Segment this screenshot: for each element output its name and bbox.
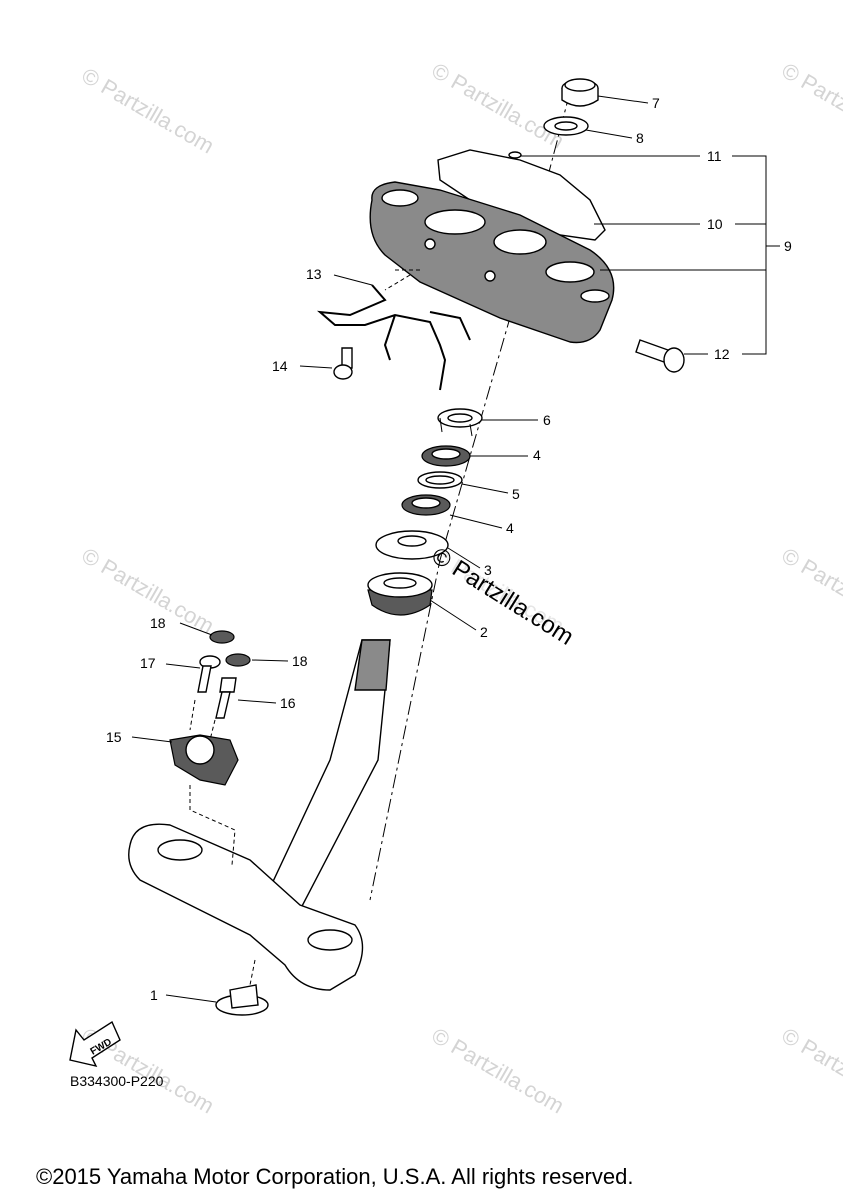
callout-4a: 4 [533,447,541,463]
callout-16: 16 [280,695,296,711]
part-6-lock-washer [437,408,483,437]
callout-14: 14 [272,358,288,374]
part-18-cap-right [225,653,251,667]
center-watermark: © Partzilla.com [427,542,578,651]
callout-5: 5 [512,486,520,502]
callout-4b: 4 [506,520,514,536]
part-12-bolt [635,339,685,373]
callout-8: 8 [636,130,644,146]
watermark: © Partzilla.com [778,1023,843,1119]
callout-10: 10 [707,216,723,232]
part-8-washer [543,116,589,136]
assembly-hidden-lines [189,269,420,986]
part-3-bearing-cover [375,530,449,560]
callout-2: 2 [480,624,488,640]
watermark: © Partzilla.com [78,543,219,639]
watermark: © Partzilla.com [78,63,219,159]
callout-18a: 18 [150,615,166,631]
callout-9: 9 [784,238,792,254]
callout-labels: 7 8 11 10 9 12 13 14 6 4 5 4 3 2 18 18 1… [106,95,792,1003]
callout-13: 13 [306,266,322,282]
watermark: © Partzilla.com [428,1023,569,1119]
part-16-bolt [215,677,237,719]
leader-lines [131,95,780,1003]
part-9-upper-bracket [369,181,615,344]
part-15-handlebar-holder [169,734,239,786]
part-10-plate-cover [437,149,606,241]
watermark: © Partzilla.com [778,58,843,154]
callout-3: 3 [484,562,492,578]
part-1-bearing-race [215,984,269,1016]
part-5-washer [417,471,463,489]
part-2-bearing [367,572,433,616]
callout-7: 7 [652,95,660,111]
part-14-bolt [333,347,353,380]
part-4-ring-nut-lower [401,494,451,516]
part-17-bolt [197,655,221,693]
watermark: © Partzilla.com [778,543,843,639]
part-4-ring-nut-upper [421,445,471,467]
part-7-cap-nut [561,78,599,107]
callout-11: 11 [707,148,722,164]
part-18-cap-left [209,630,235,644]
steering-stem-shaft [260,639,391,911]
callout-1: 1 [150,987,158,1003]
callout-15: 15 [106,729,122,745]
callout-12: 12 [714,346,730,362]
callout-6: 6 [543,412,551,428]
part-13-wire-bracket [316,284,471,391]
copyright-notice: ©2015 Yamaha Motor Corporation, U.S.A. A… [36,1164,633,1189]
part-11-small-ring [508,151,522,159]
callout-18b: 18 [292,653,308,669]
diagram-code: B334300-P220 [70,1073,164,1089]
watermark: © Partzilla.com [428,58,569,154]
callout-17: 17 [140,655,156,671]
lower-bracket [128,823,364,991]
